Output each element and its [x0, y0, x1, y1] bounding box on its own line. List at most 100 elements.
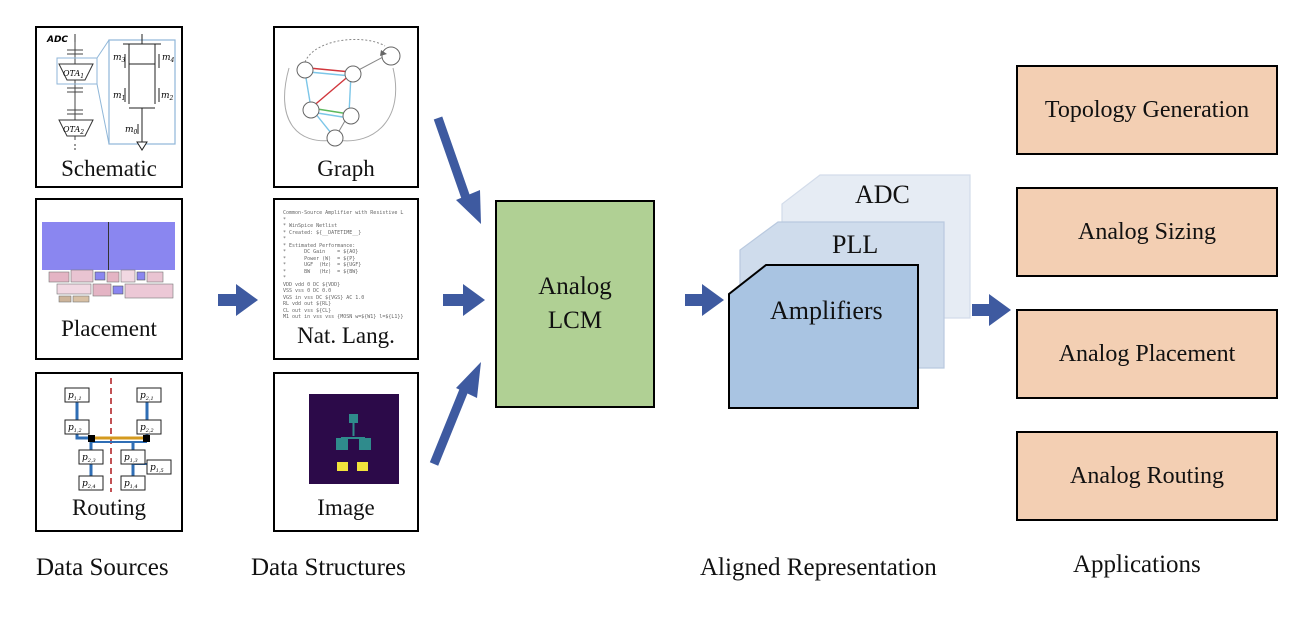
pin-p21-sub: 2,1: [145, 396, 154, 402]
netlist-line: *: [283, 236, 287, 242]
natlang-panel: Common-Source Amplifier with Resistive L…: [273, 198, 419, 360]
lcm-label-line2: LCM: [547, 307, 603, 334]
netlist-line: * DC Gain = ${AO}: [283, 249, 359, 255]
pin-p15-sub: 1,5: [156, 468, 164, 474]
pin-p22-label: p: [140, 423, 146, 433]
pin-p23-label: p: [82, 453, 88, 463]
arrow-graph-to-lcm-head: [456, 190, 481, 224]
svg-text:OTA2: OTA2: [63, 125, 84, 136]
placement-block-left: [42, 222, 108, 270]
svg-text:m2: m2: [161, 91, 174, 102]
netlist-text: Common-Source Amplifier with Resistive L…: [283, 210, 417, 321]
netlist-line: VGS in vss DC ${VGS} AC 1.0: [283, 294, 365, 301]
transistor-m3-label: m: [113, 53, 122, 63]
pin-p11-label: p: [68, 391, 74, 401]
svg-text:p1,1: p1,1: [68, 391, 82, 402]
transistor-m0-sub: 0: [134, 129, 138, 136]
schematic-panel: ADC OTA1 OTA2 m3 m4 m1 m2 m0 Schemati: [35, 26, 183, 188]
image-panel: Image: [273, 372, 419, 532]
arrow-sources-to-structures: [218, 284, 258, 316]
app-analog-sizing: Analog Sizing: [1016, 187, 1278, 277]
transistor-m4-sub: 4: [170, 57, 175, 64]
netlist-line: CL out vss ${CL}: [283, 307, 332, 314]
pin-p23-sub: 2,3: [87, 458, 96, 464]
netlist-line: * Power (W) = ${P}: [283, 255, 356, 262]
arrow-image-to-lcm-head: [456, 362, 481, 398]
column-label-aligned-representation: Aligned Representation: [700, 554, 937, 581]
pin-p14-sub: 1,4: [130, 484, 138, 490]
pin-p11-sub: 1,1: [74, 396, 82, 402]
column-label-data-structures: Data Structures: [251, 554, 406, 581]
graph-node-4: [302, 101, 320, 119]
arrow-image-to-lcm-shaft: [429, 388, 469, 466]
netlist-line: M1 out in vss vss {MOSN w=${W1} l=${L1}}: [283, 314, 404, 320]
column-label-applications: Applications: [1073, 551, 1201, 578]
transistor-m1-sub: 1: [122, 95, 126, 102]
transistor-m1-label: m: [113, 91, 122, 101]
netlist-line: * Estimated Performance:: [283, 242, 356, 249]
graph-node-6: [326, 129, 344, 147]
ota1-triangle: [58, 63, 94, 81]
svg-text:p2,2: p2,2: [140, 423, 154, 434]
arrow-aligned-to-applications: [972, 294, 1011, 326]
column-label-data-sources: Data Sources: [36, 554, 169, 581]
layer-amplifiers-label: Amplifiers: [770, 296, 883, 325]
svg-text:m4: m4: [162, 53, 175, 64]
netlist-line: * WinSpice Netlist: [283, 223, 338, 229]
transistor-m2-label: m: [161, 91, 170, 101]
netlist-line: *: [283, 216, 287, 223]
netlist-line: Common-Source Amplifier with Resistive L: [283, 210, 404, 216]
pin-p24-label: p: [82, 479, 88, 489]
arrow-natlang-to-lcm: [443, 284, 485, 316]
svg-text:p1,2: p1,2: [68, 423, 82, 434]
natlang-label: Nat. Lang.: [297, 323, 395, 348]
netlist-line: * BW (Hz) = ${BW}: [283, 268, 359, 275]
transistor-m0-label: m: [125, 125, 134, 135]
ota1-label: OTA: [63, 69, 80, 78]
svg-text:p1,4: p1,4: [124, 479, 138, 490]
pin-p13-label: p: [124, 453, 130, 463]
svg-text:m3: m3: [113, 53, 126, 64]
graph-panel: Graph: [273, 26, 419, 188]
pin-p15-label: p: [150, 463, 156, 473]
netlist-line: VDD vdd 0 DC ${VDD}: [283, 281, 341, 288]
graph-node-5: [342, 107, 360, 125]
svg-text:p2,1: p2,1: [140, 391, 154, 402]
app-analog-placement: Analog Placement: [1016, 309, 1278, 399]
graph-label: Graph: [317, 156, 375, 181]
schematic-drawing: ADC OTA1 OTA2 m3 m4 m1 m2 m0: [46, 34, 176, 152]
arrow-graph-to-lcm-shaft: [433, 116, 471, 200]
placement-label: Placement: [61, 316, 157, 341]
image-leaf-node-right: [357, 462, 368, 471]
routing-panel: p1,1 p2,1 p1,2 p2,2 p2,3 p1,3 p1,5 p2,4 …: [35, 372, 183, 532]
graph-drawing: [284, 39, 401, 147]
ota2-label: OTA: [63, 125, 80, 134]
app-topology-generation: Topology Generation: [1016, 65, 1278, 155]
layer-amplifiers: [728, 264, 919, 409]
netlist-line: * UGF (Hz) = ${UGF}: [283, 262, 362, 268]
transistor-m3-sub: 3: [122, 57, 126, 64]
analog-lcm-box: Analog LCM: [495, 200, 655, 408]
pin-p22-sub: 2,2: [145, 428, 154, 434]
pin-p21-label: p: [140, 391, 146, 401]
image-drawing: [309, 394, 399, 484]
image-root-node: [349, 414, 358, 423]
pin-p12-sub: 1,2: [74, 428, 82, 434]
ota1-sub: 1: [80, 73, 84, 80]
pin-p24-sub: 2,4: [87, 484, 96, 490]
image-mid-node-right: [359, 438, 371, 450]
graph-node-1: [296, 61, 314, 79]
pin-p13-sub: 1,3: [130, 458, 138, 464]
svg-text:p1,3: p1,3: [124, 453, 138, 464]
transistor-m2-sub: 2: [169, 95, 174, 102]
image-label: Image: [317, 495, 375, 520]
routing-drawing: p1,1 p2,1 p1,2 p2,2 p2,3 p1,3 p1,5 p2,4 …: [64, 378, 172, 492]
ota2-sub: 2: [79, 129, 84, 136]
placement-panel: Placement: [35, 198, 183, 360]
netlist-line: *: [283, 275, 287, 281]
image-mid-node-left: [336, 438, 348, 450]
transistor-m4-label: m: [162, 53, 171, 63]
svg-text:p2,3: p2,3: [82, 453, 96, 464]
